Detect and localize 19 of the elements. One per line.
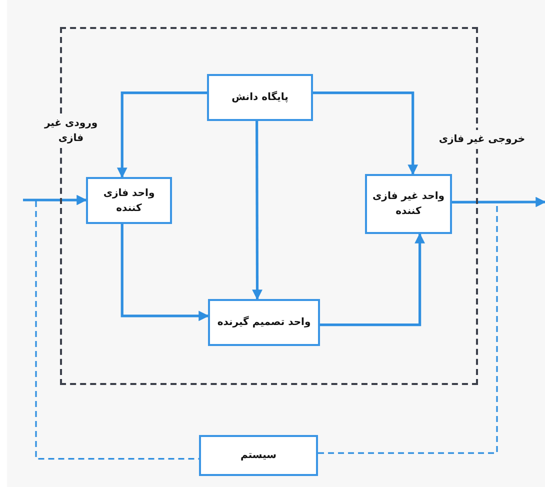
system-box [199,435,318,476]
process-box [207,74,313,121]
process-box [365,174,452,234]
node-label: واحد غیر فازی کننده [372,190,446,219]
arrow [313,92,418,176]
arrow [452,196,545,208]
arrow [23,194,88,206]
arrow [120,224,210,322]
arrow [320,232,425,326]
process-box [86,177,172,224]
node-label: سیستم [240,449,278,463]
arrow [252,121,262,300]
process-box [208,299,320,346]
node-label: واحد تصمیم گیرنده [216,315,312,330]
node-label: واحد فازی کننده [102,186,156,216]
feedback-line [318,203,498,454]
node-label: پایگاه دانش [230,90,290,105]
feedback-line [35,201,199,460]
arrow [116,92,207,178]
